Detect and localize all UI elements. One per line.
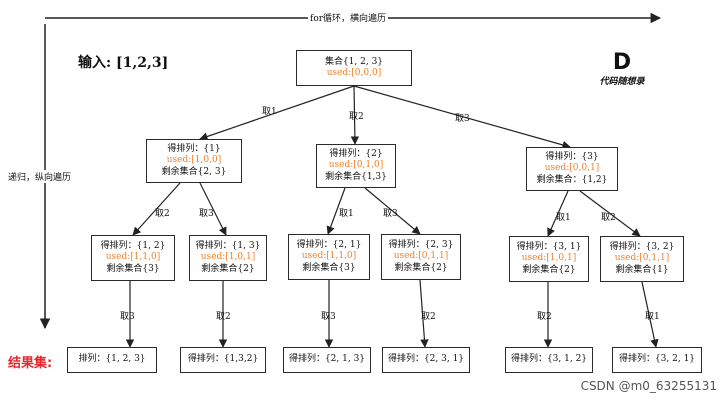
edge-label: 取2 [216, 312, 231, 322]
level1-used: used:[1,0,0] [166, 155, 222, 166]
level2-perm: 得排列：{3, 1} [516, 241, 582, 252]
root-used: used:[0,0,0] [326, 68, 382, 78]
tree-edge-arrow [641, 281, 659, 348]
leaf-text: 排列：{1, 2, 3} [78, 354, 146, 365]
result-leaf-4: 得排列：{2, 3, 1} [382, 347, 470, 373]
tree-edges [125, 85, 659, 348]
level2-remaining: 剩余集合{3} [106, 263, 160, 274]
level2-used: used:[1,0,1] [521, 253, 577, 264]
result-set-label: 结果集: [8, 356, 53, 371]
edge-label: 取3 [199, 209, 214, 219]
edge-label: 取3 [321, 312, 336, 322]
level1-perm: 得排列：{1} [167, 143, 221, 154]
edge-label: 取1 [645, 312, 660, 322]
leaf-text: 得排列：{3, 1, 2} [510, 354, 588, 365]
edge-label: 取3 [383, 209, 398, 219]
level2-used: used:[1,1,0] [105, 252, 161, 263]
tree-edge-arrow [353, 85, 571, 149]
watermark: CSDN @m0_63255131 [580, 379, 717, 393]
level1-perm: 得排列：{2} [329, 148, 383, 159]
input-label: 输入: [1,2,3] [78, 55, 169, 71]
brand-logo: D 代码随想录 [582, 52, 662, 92]
level2-node-5: 得排列：{3, 1} used:[1,0,1] 剩余集合{2} [509, 236, 589, 282]
level2-node-2: 得排列：{1, 3} used:[1,0,1] 剩余集合{2} [189, 235, 267, 281]
edge-label: 取2 [421, 312, 436, 322]
level2-perm: 得排列：{2, 3} [388, 239, 454, 250]
level1-remaining: 剩余集合{2, 3} [161, 166, 227, 177]
level1-perm: 得排列：{3} [545, 151, 599, 162]
level2-used: used:[1,1,0] [301, 251, 357, 262]
level2-remaining: 剩余集合{1} [615, 264, 669, 275]
level1-node-1: 得排列：{1} used:[1,0,0] 剩余集合{2, 3} [146, 139, 242, 183]
level2-remaining: 剩余集合{3} [302, 262, 356, 273]
root-node: 集合{1, 2, 3} used:[0,0,0] [296, 50, 412, 86]
result-leaf-1: 排列：{1, 2, 3} [67, 347, 157, 373]
leaf-text: 得排列：{3, 2, 1} [618, 354, 696, 365]
level2-used: used:[0,1,1] [614, 253, 670, 264]
leaf-text: 得排列：{2, 3, 1} [387, 354, 465, 365]
level1-used: used:[0,0,1] [544, 163, 600, 174]
level1-used: used:[0,1,0] [328, 160, 384, 171]
edge-label: 取1 [339, 209, 354, 219]
level1-node-2: 得排列：{2} used:[0,1,0] 剩余集合{1,3} [316, 144, 396, 188]
edge-label: 取2 [537, 312, 552, 322]
level1-node-3: 得排列：{3} used:[0,0,1] 剩余集合：{1,2} [526, 147, 618, 191]
level2-node-4: 得排列：{2, 3} used:[0,1,1] 剩余集合{2} [381, 234, 461, 280]
vertical-axis-label: 递归，纵向遍历 [8, 170, 72, 183]
level2-perm: 得排列：{3, 2} [609, 241, 675, 252]
horizontal-axis-label: for循环，横向遍历 [308, 11, 389, 24]
edge-label: 取2 [155, 209, 170, 219]
edge-label: 取1 [556, 213, 571, 223]
edge-label: 取2 [349, 112, 364, 122]
level1-remaining: 剩余集合：{1,2} [536, 174, 608, 185]
level2-perm: 得排列：{1, 3} [195, 240, 261, 251]
tree-edge-arrow [364, 187, 421, 235]
edge-label: 取3 [455, 114, 470, 124]
leaf-text: 得排列：{1,3,2} [187, 354, 259, 365]
tree-edge-arrow [199, 85, 355, 141]
root-set: 集合{1, 2, 3} [324, 56, 384, 67]
logo-mark: D [612, 50, 632, 75]
tree-edge-arrow [326, 187, 346, 235]
tree-edge-arrow [350, 85, 360, 145]
level2-used: used:[1,0,1] [200, 252, 256, 263]
edge-label: 取3 [120, 312, 135, 322]
result-leaf-5: 得排列：{3, 1, 2} [505, 347, 593, 373]
tree-edge-arrow [547, 190, 569, 237]
tree-edge-arrow [579, 190, 641, 237]
level2-node-3: 得排列：{2, 1} used:[1,1,0] 剩余集合{3} [288, 234, 370, 280]
level2-remaining: 剩余集合{2} [201, 263, 255, 274]
tree-edge-arrow [419, 279, 429, 348]
logo-name: 代码随想录 [599, 77, 645, 87]
level2-remaining: 剩余集合{2} [394, 262, 448, 273]
tree-edge-arrow [199, 182, 227, 236]
tree-edge-arrow [132, 182, 181, 236]
result-leaf-2: 得排列：{1,3,2} [180, 347, 266, 373]
level2-node-1: 得排列：{1, 2} used:[1,1,0] 剩余集合{3} [91, 235, 175, 281]
level2-used: used:[0,1,1] [393, 251, 449, 262]
result-leaf-3: 得排列：{2, 1, 3} [283, 347, 371, 373]
level1-remaining: 剩余集合{1,3} [325, 171, 387, 182]
level2-perm: 得排列：{1, 2} [100, 240, 166, 251]
level2-perm: 得排列：{2, 1} [296, 239, 362, 250]
edge-label: 取2 [601, 213, 616, 223]
level2-node-6: 得排列：{3, 2} used:[0,1,1] 剩余集合{1} [600, 236, 684, 282]
level2-remaining: 剩余集合{2} [522, 264, 576, 275]
result-leaf-6: 得排列：{3, 2, 1} [612, 347, 702, 373]
edge-label: 取1 [262, 107, 277, 117]
leaf-text: 得排列：{2, 1, 3} [288, 354, 366, 365]
